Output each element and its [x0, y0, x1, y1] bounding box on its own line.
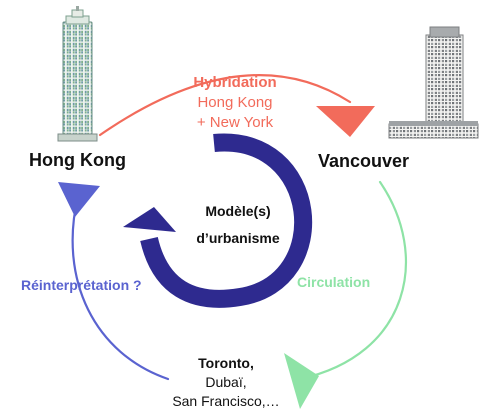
- reinterpretation-arrow: [58, 182, 170, 381]
- circulation-label: Circulation: [297, 274, 370, 290]
- circulation-arrow: [284, 180, 408, 409]
- destinations-line-1: Toronto,: [198, 355, 254, 371]
- reinterpretation-label: Réinterprétation ?: [21, 277, 142, 293]
- vancouver-tower-icon: [388, 26, 479, 139]
- destinations-line-3: San Francisco,…: [172, 393, 279, 409]
- hong-kong-label: Hong Kong: [29, 150, 126, 170]
- hybridation-subtitle-2: + New York: [197, 114, 274, 131]
- center-label-line-2: d’urbanisme: [196, 230, 279, 246]
- destinations-line-2: Dubaï,: [205, 374, 246, 390]
- hybridation-title: Hybridation: [193, 74, 276, 91]
- vancouver-label: Vancouver: [318, 151, 409, 171]
- hybridation-subtitle: Hong Kong: [197, 94, 272, 111]
- center-label-line-1: Modèle(s): [205, 203, 270, 219]
- hong-kong-tower-icon: [57, 6, 98, 142]
- hybridation-arrow: [98, 74, 375, 137]
- central-loop-arrow: [123, 133, 312, 308]
